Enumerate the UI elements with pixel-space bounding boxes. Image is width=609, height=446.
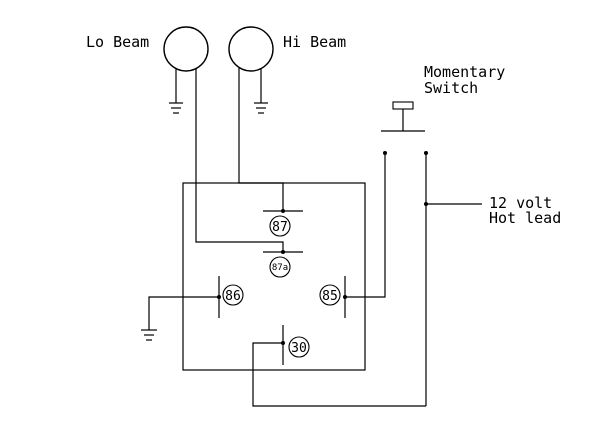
momentary-switch	[381, 101, 425, 132]
pin-86-ground-symbol	[141, 329, 157, 341]
hi-beam-wire	[238, 68, 284, 211]
hi-beam-ground	[254, 68, 268, 114]
pin-87a-circle	[269, 256, 291, 278]
hot-lead-label-line1: 12 volt	[489, 194, 552, 212]
pin-30-label: 30	[291, 341, 307, 356]
lo-beam-lamp	[163, 26, 209, 72]
pin-30-wire	[252, 342, 426, 407]
pin-87-circle	[269, 215, 291, 237]
lo-beam-ground	[169, 68, 183, 114]
pin-86-ground-wire	[148, 296, 219, 330]
hi-beam-label: Hi Beam	[283, 33, 346, 51]
switch-label-line1: Momentary	[424, 63, 505, 81]
hot-lead-label-line2: Hot lead	[489, 209, 561, 227]
pin-85-label: 85	[322, 289, 338, 304]
lo-beam-label: Lo Beam	[86, 33, 149, 51]
pin-30-circle	[288, 336, 310, 358]
pin-86-label: 86	[225, 289, 241, 304]
junction-87a	[281, 250, 285, 254]
pin-85-switch-wire	[345, 153, 386, 298]
pin-85-circle	[319, 284, 341, 306]
switch-label-line2: Switch	[424, 79, 478, 97]
hi-beam-lamp	[228, 26, 274, 72]
lo-beam-wire	[195, 68, 284, 252]
pin-87-label: 87	[272, 220, 288, 235]
junction-87	[281, 209, 285, 213]
pin-86-circle	[222, 284, 244, 306]
pin-87a-label: 87a	[272, 263, 288, 273]
